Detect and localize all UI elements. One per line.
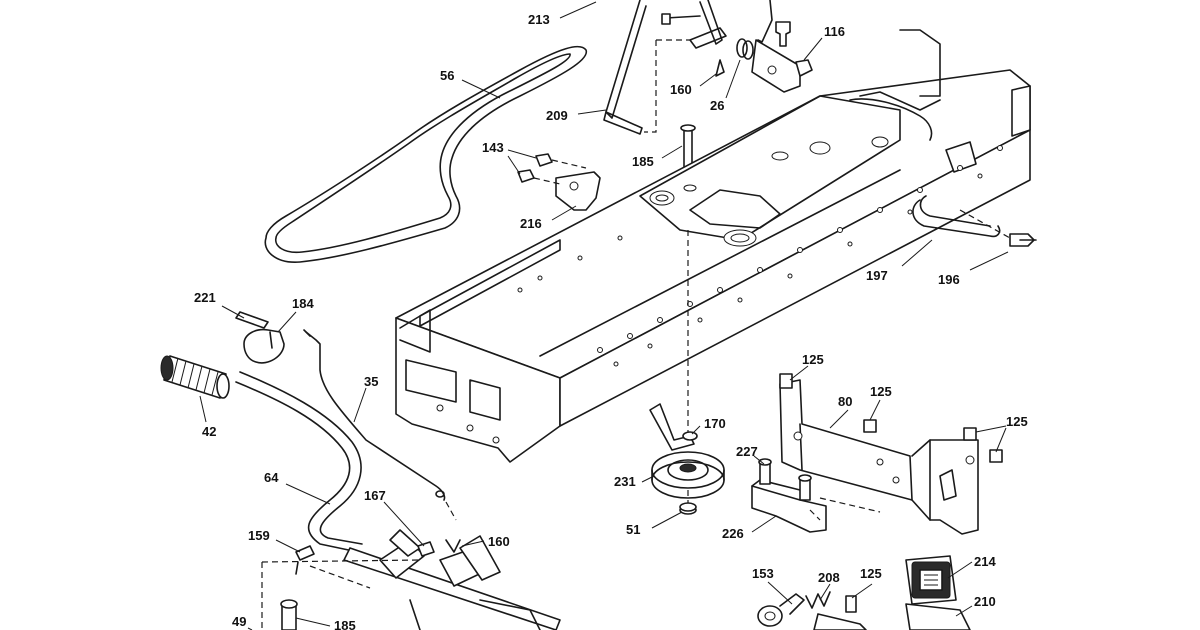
callout-221: 221 (194, 290, 216, 305)
callout-185-top: 185 (632, 154, 654, 169)
callout-51: 51 (626, 522, 640, 537)
callout-209: 209 (546, 108, 568, 123)
callout-116: 116 (824, 24, 845, 39)
frame-holes (436, 145, 1003, 444)
callout-125-c: 125 (1006, 414, 1028, 429)
leader-lines (199, 1, 1009, 630)
knob-184 (235, 311, 285, 364)
callout-226: 226 (722, 526, 744, 541)
callout-160-top: 160 (670, 82, 692, 97)
callout-216: 216 (520, 216, 542, 231)
shift-rod-35 (303, 329, 457, 521)
grip-42 (160, 355, 230, 399)
callout-160-bottom: 160 (488, 534, 510, 549)
pedal-rod-assembly (603, 0, 727, 135)
bracket-226 (751, 458, 827, 533)
callout-196: 196 (938, 272, 960, 287)
callout-143: 143 (482, 140, 504, 155)
callout-42: 42 (202, 424, 216, 439)
callout-64: 64 (264, 470, 279, 485)
rod-197 (912, 195, 1037, 247)
callout-214: 214 (974, 554, 996, 569)
callout-210: 210 (974, 594, 996, 609)
callout-184: 184 (292, 296, 314, 311)
callout-208: 208 (818, 570, 840, 585)
callout-153: 153 (752, 566, 774, 581)
callout-159: 159 (248, 528, 270, 543)
brake-bracket (736, 0, 813, 93)
callout-labels: 213 116 56 160 26 209 143 185 216 197 19… (194, 12, 1028, 630)
callout-167: 167 (364, 488, 386, 503)
callout-125-d: 125 (860, 566, 882, 581)
callout-49: 49 (232, 614, 246, 629)
callout-125-a: 125 (802, 352, 824, 367)
bracket-216 (517, 124, 696, 211)
callout-185-bottom: 185 (334, 618, 356, 630)
callout-26: 26 (710, 98, 724, 113)
bottom-right-parts (757, 555, 971, 630)
callout-56: 56 (440, 68, 454, 83)
callout-197: 197 (866, 268, 888, 283)
callout-125-b: 125 (870, 384, 892, 399)
bracket-80 (779, 373, 1003, 535)
drive-belt (264, 45, 588, 263)
callout-231: 231 (614, 474, 636, 489)
lower-shaft-assembly (261, 529, 561, 630)
callout-80: 80 (838, 394, 852, 409)
callout-35: 35 (364, 374, 378, 389)
main-frame (395, 29, 1031, 463)
pulley-231 (649, 230, 725, 515)
callout-170: 170 (704, 416, 726, 431)
callout-213: 213 (528, 12, 550, 27)
lever-64 (235, 371, 363, 553)
callout-227: 227 (736, 444, 758, 459)
